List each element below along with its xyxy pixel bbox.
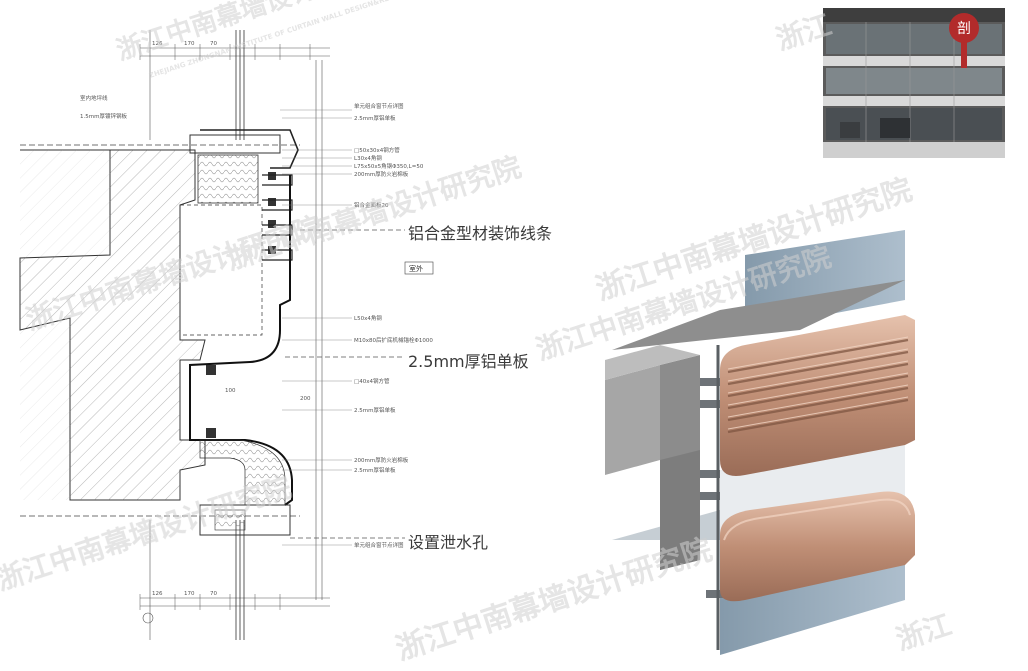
dim-inner-1: 100 xyxy=(225,388,236,394)
note-floor-line: 室内地坪线 xyxy=(80,94,108,102)
technical-section: 单元组合窗节点详图 2.5mm厚铝单板 □50x30x4钢方管 L30x4角钢 … xyxy=(19,30,433,640)
note-anchor: M10x80后扩底机械锚栓Φ1000 xyxy=(354,336,433,344)
callout-trim-strip: 铝合金型材装饰线条 xyxy=(408,224,553,243)
note-angle-75: L75x50x5角钢Φ350,L=50 xyxy=(354,162,424,170)
dim-bottom-2: 170 xyxy=(184,591,195,597)
note-steel-tube-40: □40x4钢方管 xyxy=(354,377,390,385)
watermark-br: 浙江 xyxy=(892,608,955,657)
note-panel-top: 2.5mm厚铝单板 xyxy=(354,114,396,122)
note-panel-mid: 2.5mm厚铝单板 xyxy=(354,406,396,414)
note-steel-tube: □50x30x4钢方管 xyxy=(354,146,400,154)
section-badge-tail xyxy=(961,40,967,68)
callout-aluminum-panel: 2.5mm厚铝单板 xyxy=(408,352,529,371)
outside-label: 室外 xyxy=(409,264,423,273)
note-angle-30: L30x4角钢 xyxy=(354,154,382,162)
note-galv-sheet: 1.5mm厚镀锌钢板 xyxy=(80,112,127,120)
note-alu-face: 铝合金面板20 xyxy=(354,201,389,209)
axonometric-illustration xyxy=(605,230,915,655)
note-panel-bottom: 2.5mm厚铝单板 xyxy=(354,466,396,474)
note-insulation-top: 200mm厚防火岩棉板 xyxy=(354,170,409,178)
dim-top-3: 70 xyxy=(210,41,217,47)
dim-top-1: 126 xyxy=(152,41,163,47)
note-angle-50: L50x4角钢 xyxy=(354,314,382,322)
dim-top-2: 170 xyxy=(184,41,195,47)
note-window-node: 单元组合窗节点详图 xyxy=(354,102,404,110)
dim-bottom-1: 126 xyxy=(152,591,163,597)
note-insulation-bottom: 200mm厚防火岩棉板 xyxy=(354,456,409,464)
dim-bottom-3: 70 xyxy=(210,591,217,597)
section-badge: 剖 xyxy=(949,13,979,43)
note-window-node-bottom: 单元组合窗节点详图 xyxy=(354,541,404,549)
callout-drain-hole: 设置泄水孔 xyxy=(408,533,489,552)
dim-side-1: 200 xyxy=(300,396,311,402)
